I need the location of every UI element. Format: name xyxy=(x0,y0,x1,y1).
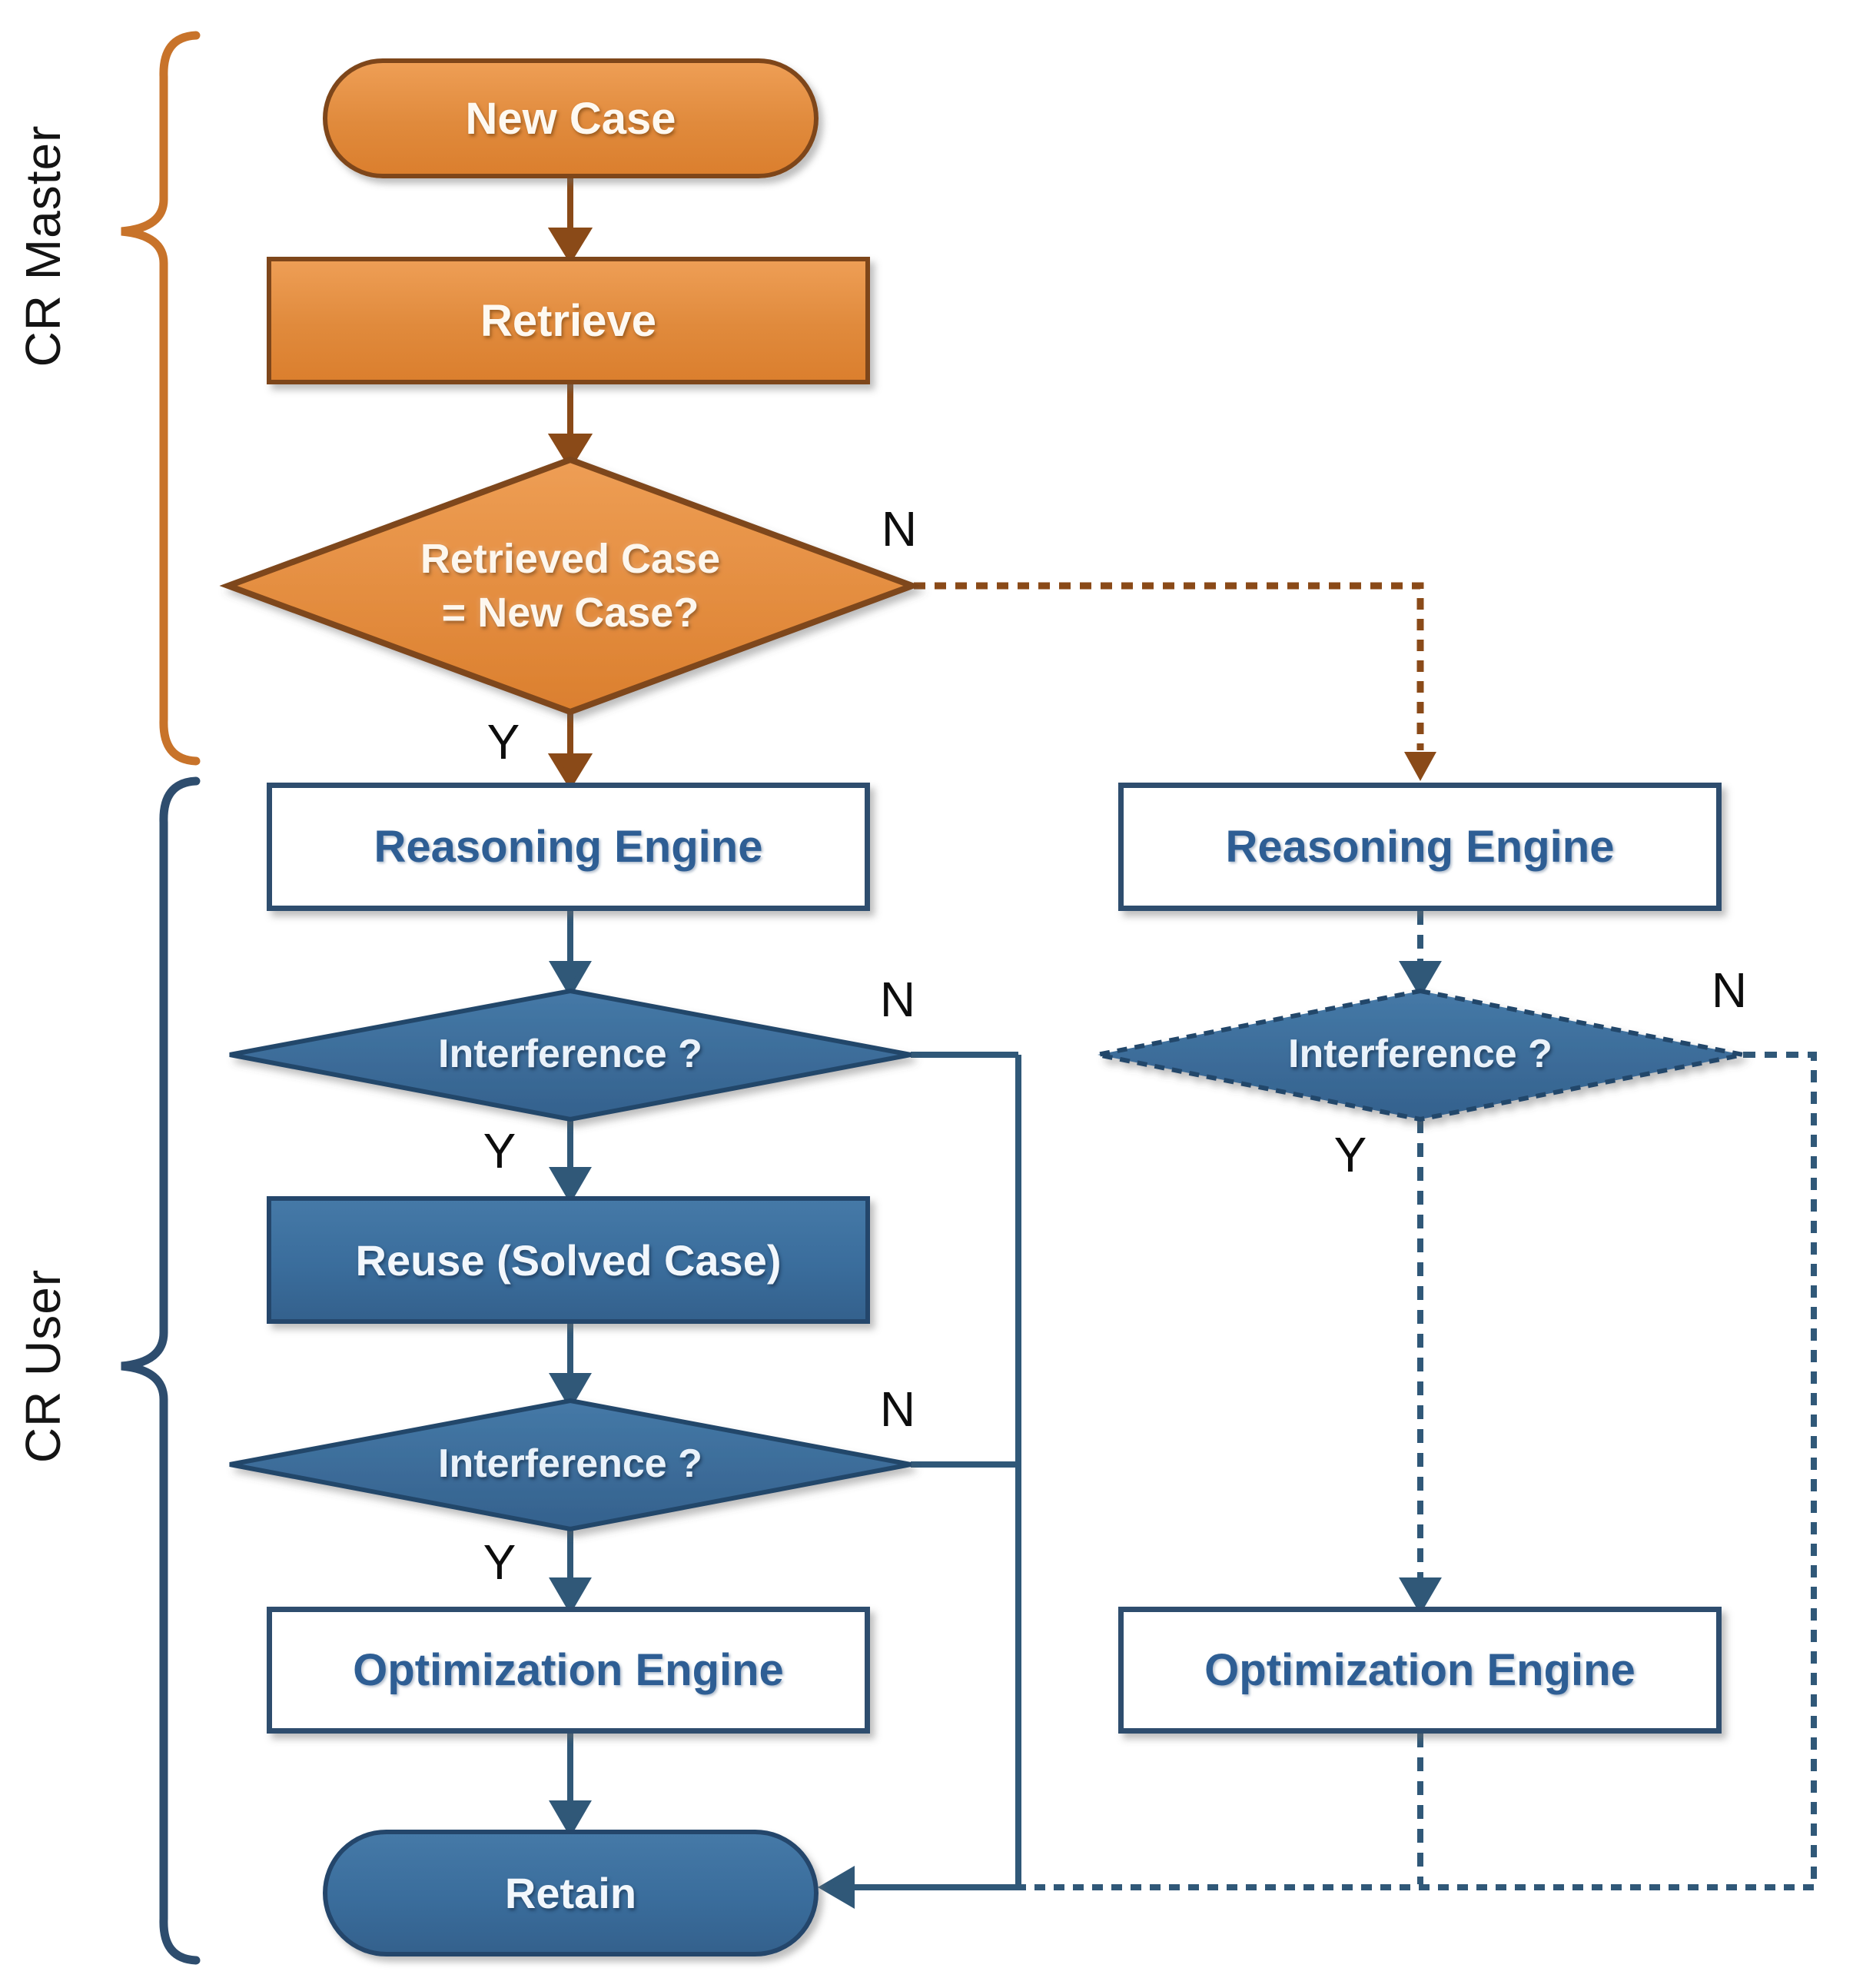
connector-orange-dashed-no xyxy=(914,582,1436,781)
arrowhead-no-branch xyxy=(1404,752,1436,781)
arrowhead-interference2-yes-to-optimization xyxy=(549,1577,592,1614)
node-reasoning-engine-left: Reasoning Engine xyxy=(267,783,870,911)
arrowhead-reasoning-to-interference1 xyxy=(549,961,592,998)
decision-interference-right-shape xyxy=(1097,988,1744,1122)
branch-yes-interference-right: Y xyxy=(1333,1127,1367,1182)
connectors-orange-solid xyxy=(547,178,593,790)
branch-no-retrieved-case: N xyxy=(881,501,918,557)
decision-retrieved-case-shape xyxy=(219,456,922,716)
brace-cr-master xyxy=(121,31,201,766)
brace-cr-user-path xyxy=(121,776,201,1965)
decision-interference-1-shape xyxy=(229,988,912,1122)
dashed-interferenceR-no-rail xyxy=(1743,1052,1817,1884)
node-retrieve: Retrieve xyxy=(267,257,870,384)
arrowhead-reuse-to-interference2 xyxy=(549,1373,592,1410)
arrowhead-newcase-to-retrieve xyxy=(547,228,593,264)
branch-no-interference-2: N xyxy=(879,1381,916,1437)
no-branch-rail-left-column xyxy=(850,1052,1021,1890)
brace-cr-user xyxy=(121,776,201,1965)
arrowhead-retrieve-to-decision xyxy=(547,434,593,470)
connectors-blue-solid xyxy=(549,911,1021,1909)
node-reuse-solved-case: Reuse (Solved Case) xyxy=(267,1196,870,1324)
branch-yes-interference-2: Y xyxy=(483,1534,516,1590)
branch-yes-interference-1: Y xyxy=(483,1123,516,1179)
arrowhead-interference1-yes-to-reuse xyxy=(549,1167,592,1204)
node-new-case: New Case xyxy=(323,58,819,178)
brace-cr-master-path xyxy=(121,31,201,766)
branch-no-interference-1: N xyxy=(879,972,916,1027)
node-retain: Retain xyxy=(323,1830,819,1956)
node-optimization-engine-left: Optimization Engine xyxy=(267,1607,870,1734)
decision-diamonds xyxy=(219,456,1744,1532)
arrowhead-optimization-to-retain xyxy=(549,1800,592,1837)
branch-yes-retrieved-case: Y xyxy=(486,714,520,770)
lane-label-cr-master: CR Master xyxy=(15,125,71,367)
decision-interference-2-shape xyxy=(229,1398,912,1532)
connectors-blue-dashed xyxy=(1021,911,1817,1890)
arrowhead-decision-yes-to-reasoning xyxy=(547,753,593,790)
node-reasoning-engine-right: Reasoning Engine xyxy=(1118,783,1722,911)
arrowhead-into-retain xyxy=(818,1866,855,1909)
dashed-no-branch-path xyxy=(914,582,1424,750)
lane-label-cr-user: CR User xyxy=(15,1268,71,1464)
branch-no-interference-right: N xyxy=(1711,962,1748,1018)
arrowhead-interferenceR-yes-to-optimizationR xyxy=(1399,1577,1442,1614)
node-optimization-engine-right: Optimization Engine xyxy=(1118,1607,1722,1734)
arrowhead-reasoningR-to-interferenceR xyxy=(1399,961,1442,998)
